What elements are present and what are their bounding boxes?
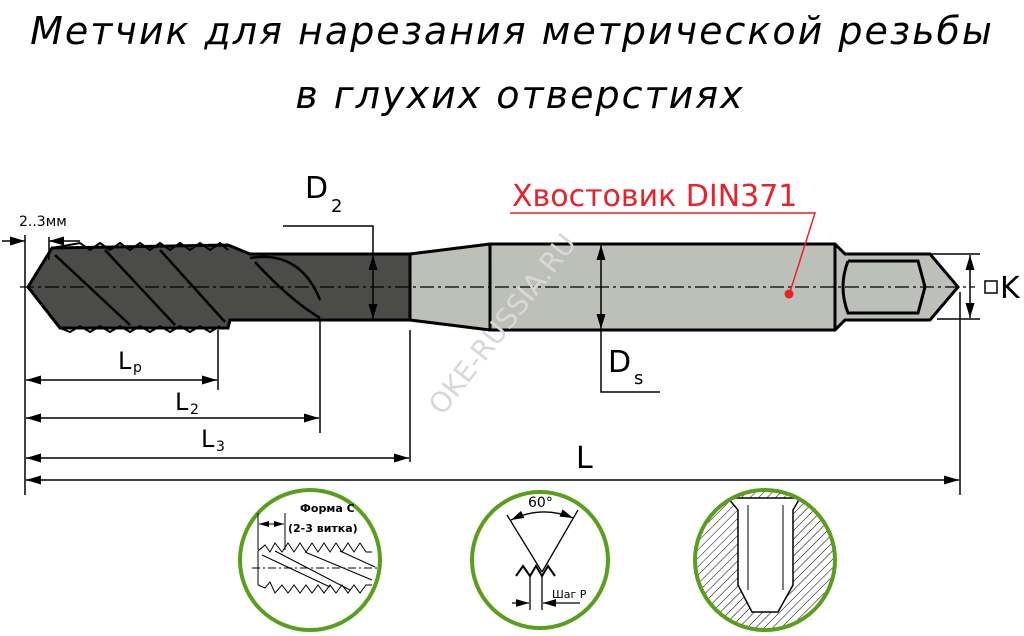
l3-subscript: 3 [216, 439, 225, 455]
shank-callout: Хвостовик DIN371 [512, 179, 797, 214]
detail-thread-form: Форма С (2-3 витка) [238, 488, 382, 632]
detail-thread-angle: 60° Шаг Р [470, 490, 610, 630]
pitch-label: Шаг Р [552, 588, 587, 601]
form-title: Форма С [300, 502, 355, 515]
angle-label: 60° [528, 495, 553, 511]
detail-blind-hole [693, 488, 837, 632]
lp-label: L [118, 347, 132, 375]
chamfer-label: 2..3мм [19, 214, 67, 230]
form-turns: (2-3 витка) [288, 522, 358, 535]
l2-label: L [175, 388, 189, 416]
title-line-2: в глухих отверстиях [295, 73, 744, 117]
k-label: K [1000, 271, 1021, 306]
shank-leader-dot [784, 289, 794, 299]
lp-subscript: p [133, 360, 142, 376]
ds-subscript: s [634, 368, 643, 389]
shank-leader [510, 212, 817, 293]
l2-subscript: 2 [190, 402, 199, 418]
title-line-1: Метчик для нарезания метрической резьбы [30, 9, 994, 53]
d2-subscript: 2 [331, 196, 342, 217]
l-label: L [576, 441, 593, 476]
dimensions [2, 225, 998, 495]
ds-label: D [608, 345, 631, 380]
l3-label: L [201, 425, 215, 453]
d2-label: D [305, 171, 328, 206]
